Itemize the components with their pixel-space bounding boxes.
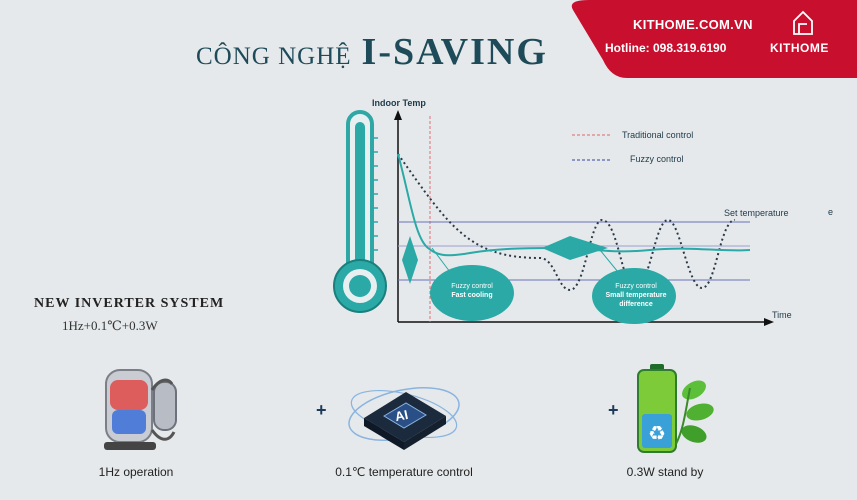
house-logo-icon — [793, 10, 813, 35]
traditional-control-curve — [397, 153, 736, 292]
system-subtitle: 1Hz+0.1℃+0.3W — [62, 318, 158, 333]
legend-traditional-label: Traditional control — [622, 130, 694, 140]
diamond-marker-2 — [542, 236, 608, 260]
set-temperature-label: Set temperature — [724, 208, 789, 218]
bubble-1-line1: Fuzzy control — [451, 283, 493, 290]
title-name: I-SAVING — [361, 31, 548, 73]
bubble-2-line1: Fuzzy control — [615, 283, 657, 290]
compressor-icon — [104, 369, 177, 450]
svg-text:♻: ♻ — [648, 421, 666, 445]
page-title: CÔNG NGHỆ I-SAVING — [196, 30, 548, 74]
brand-hotline[interactable]: Hotline: 098.319.6190 — [605, 41, 727, 55]
thermometer-icon — [333, 110, 387, 313]
y-axis-arrow — [394, 110, 402, 120]
diamond-marker-1 — [402, 236, 418, 284]
plus-sign-2: + — [608, 400, 619, 420]
bubble-2-pointer — [599, 249, 619, 273]
bubble-1-pointer — [431, 247, 451, 273]
temperature-diagram — [394, 110, 774, 326]
x-axis-label: Time — [772, 310, 792, 320]
feature-2-caption: 0.1℃ temperature control — [335, 465, 473, 479]
fuzzy-fast-cooling-bubble — [430, 265, 514, 321]
y-axis-label: Indoor Temp — [372, 98, 426, 108]
bubble-1-line2: Fast cooling — [451, 292, 493, 299]
set-temperature-suffix: e — [828, 207, 834, 217]
fuzzy-small-difference-bubble — [592, 268, 676, 324]
title-prefix: CÔNG NGHỆ — [196, 43, 352, 70]
brand-website[interactable]: KITHOME.COM.VN — [633, 17, 753, 32]
svg-text:AI: AI — [394, 407, 410, 424]
bubble-2-line2: Small temperature — [605, 292, 667, 299]
feature-3-caption: 0.3W stand by — [626, 465, 704, 479]
brand-header[interactable]: KITHOME.COM.VN Hotline: 098.319.6190 KIT… — [567, 0, 857, 78]
feature-1-caption: 1Hz operation — [98, 465, 174, 479]
plus-sign-1: + — [316, 400, 327, 420]
bubble-2-text: Fuzzy control Small temperature differen… — [598, 282, 674, 309]
legend-fuzzy-label: Fuzzy control — [630, 154, 684, 164]
x-axis-arrow — [764, 318, 774, 326]
bubble-1-text: Fuzzy control Fast cooling — [436, 282, 508, 300]
system-title: NEW INVERTER SYSTEM — [34, 296, 225, 311]
eco-battery-icon: ♻ — [637, 364, 714, 453]
brand-background — [571, 0, 857, 78]
bubble-2-line3: difference — [619, 301, 653, 308]
brand-name: KITHOME — [770, 41, 829, 55]
ai-chip-icon: AI — [348, 387, 460, 450]
fuzzy-control-curve — [397, 153, 751, 257]
